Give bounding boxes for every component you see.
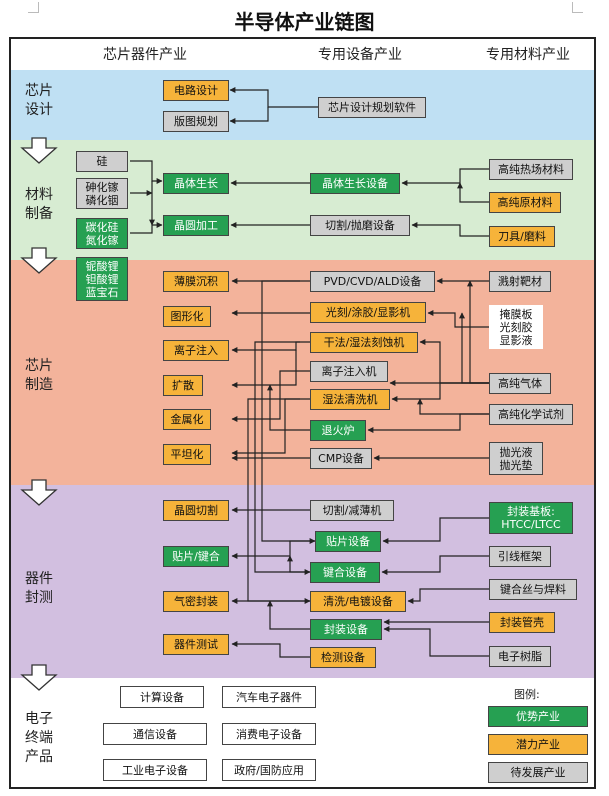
box-diffusion: 扩散 <box>163 375 203 396</box>
stage-arrow-4 <box>20 664 58 691</box>
product-industrial: 工业电子设备 <box>103 759 207 781</box>
box-bond-wire: 键合丝与焊料 <box>489 579 577 600</box>
box-pkg-substrate: 封装基板: HTCC/LTCC <box>489 502 573 534</box>
box-sputter-target: 溅射靶材 <box>489 271 551 292</box>
stage-arrow-2 <box>20 247 58 274</box>
box-polish-liquid: 抛光液 抛光垫 <box>489 442 543 475</box>
box-cut-polish-eq: 切割/抛磨设备 <box>310 215 410 236</box>
box-packaging-eq: 封装设备 <box>310 619 382 640</box>
corner-mark-left <box>28 2 39 13</box>
box-gaas-inp: 砷化镓 磷化铟 <box>76 178 128 209</box>
box-patterning: 图形化 <box>163 306 211 327</box>
box-planarization: 平坦化 <box>163 444 211 465</box>
column-header-material: 专用材料产业 <box>486 47 570 63</box>
box-inspection-eq: 检测设备 <box>310 647 376 668</box>
stage-arrow-3 <box>20 479 58 506</box>
box-thin-film: 薄膜沉积 <box>163 271 229 292</box>
box-pvd-cvd: PVD/CVD/ALD设备 <box>310 271 435 292</box>
box-gas: 高纯气体 <box>489 373 551 394</box>
legend-advantage: 优势产业 <box>488 706 588 727</box>
box-layout-plan: 版图规划 <box>163 111 229 132</box>
stage-arrow-1 <box>20 137 58 164</box>
box-metallization: 金属化 <box>163 409 211 430</box>
box-linbo-litao: 铌酸锂 钽酸锂 蓝宝石 <box>76 257 128 301</box>
product-government: 政府/国防应用 <box>222 759 316 781</box>
box-thermal-material: 高纯热场材料 <box>489 159 573 180</box>
product-auto-electronics: 汽车电子器件 <box>222 686 316 708</box>
box-tools-abrasive: 刀具/磨料 <box>489 226 555 247</box>
box-crystal-growth: 晶体生长 <box>163 173 229 194</box>
box-die-attach: 贴片/键合 <box>163 546 229 567</box>
box-circuit-design: 电路设计 <box>163 80 229 101</box>
box-wet-clean: 湿法清洗机 <box>310 389 390 410</box>
box-raw-material: 高纯原材料 <box>489 192 561 213</box>
box-device-test: 器件测试 <box>163 634 229 655</box>
box-die-attach-eq: 贴片设备 <box>315 531 381 552</box>
stage-label-package: 器件 封测 <box>25 571 53 606</box>
box-bonding-eq: 键合设备 <box>310 562 380 583</box>
product-consumer: 消费电子设备 <box>222 723 316 745</box>
box-ion-implant: 离子注入 <box>163 340 229 361</box>
stage-label-material: 材料 制备 <box>25 187 53 222</box>
box-wafer-dicing: 晶圆切割 <box>163 500 229 521</box>
box-litho: 光刻/涂胶/显影机 <box>310 302 426 323</box>
stage-label-fab: 芯片 制造 <box>25 358 53 393</box>
band-chip-design <box>11 70 594 140</box>
column-header-chip: 芯片器件产业 <box>103 47 187 63</box>
box-silicon: 硅 <box>76 151 128 172</box>
box-hermetic-seal: 气密封装 <box>163 591 229 612</box>
box-clean-plating-eq: 清洗/电镀设备 <box>310 591 406 612</box>
box-mask-resist: 掩膜板 光刻胶 显影液 <box>489 305 543 349</box>
box-etch: 干法/湿法刻蚀机 <box>310 332 418 353</box>
box-implanter: 离子注入机 <box>310 361 388 382</box>
legend-to-develop: 待发展产业 <box>488 762 588 783</box>
stage-label-design: 芯片 设计 <box>25 83 53 118</box>
product-communication: 通信设备 <box>103 723 207 745</box>
box-lead-frame: 引线框架 <box>489 546 551 567</box>
legend-title: 图例: <box>514 688 540 701</box>
box-sic-gan: 碳化硅 氮化镓 <box>76 218 128 249</box>
box-chemicals: 高纯化学试剂 <box>489 404 573 425</box>
box-cut-thin: 切割/减薄机 <box>310 500 394 521</box>
legend-potential: 潜力产业 <box>488 734 588 755</box>
box-wafer-process: 晶圆加工 <box>163 215 229 236</box>
box-cmp: CMP设备 <box>310 448 372 469</box>
diagram-title: 半导体产业链图 <box>234 10 375 34</box>
product-computing: 计算设备 <box>120 686 204 708</box>
stage-label-products: 电子 终端 产品 <box>25 711 53 765</box>
box-design-software: 芯片设计规划软件 <box>318 97 426 118</box>
column-header-equipment: 专用设备产业 <box>318 47 402 63</box>
box-resin: 电子树脂 <box>489 646 551 667</box>
box-crystal-growth-eq: 晶体生长设备 <box>310 173 400 194</box>
box-anneal: 退火炉 <box>310 420 366 441</box>
diagram-frame <box>9 37 596 789</box>
corner-mark-right <box>572 2 583 13</box>
box-pkg-shell: 封装管壳 <box>489 612 555 633</box>
